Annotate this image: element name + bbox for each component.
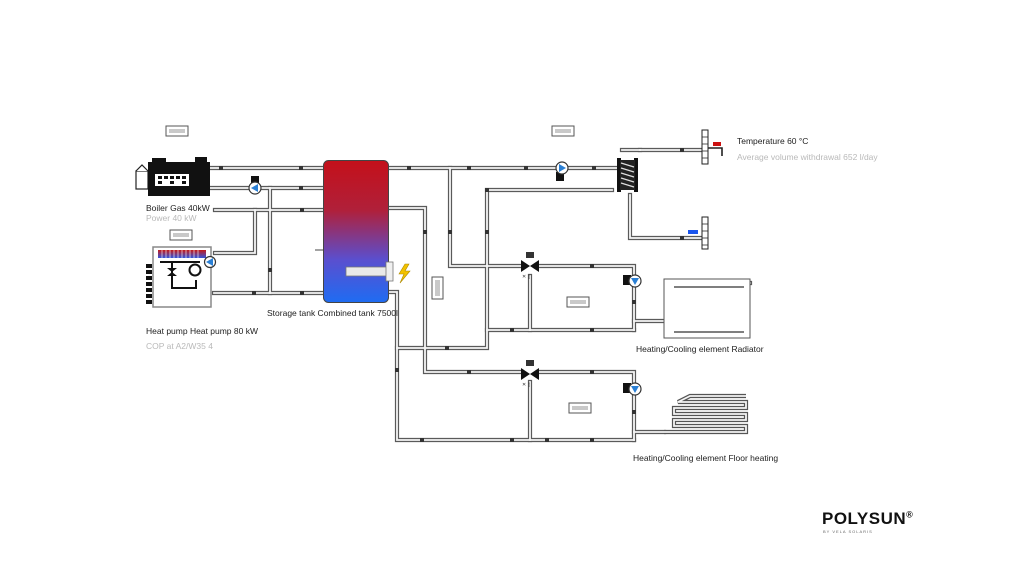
boiler-subtitle: Power 40 kW	[146, 213, 197, 223]
controller-icon[interactable]	[568, 402, 592, 414]
hot-water-title: Temperature 60 °C	[737, 136, 809, 146]
brand-logo: POLYSUN®	[822, 509, 913, 529]
brand-name: POLYSUN	[822, 509, 907, 528]
heat-exchanger-icon[interactable]	[617, 158, 638, 192]
floor-heating-icon[interactable]	[664, 393, 749, 435]
tap-icon	[701, 129, 723, 165]
brand-tagline: BY VELA SOLARIS	[823, 529, 873, 534]
svg-text:✕ ▯: ✕ ▯	[522, 382, 531, 388]
svg-text:✕ ▯: ✕ ▯	[522, 274, 531, 280]
controller-icon[interactable]	[551, 125, 575, 137]
controller-icon[interactable]	[431, 276, 444, 300]
pump-icon[interactable]	[248, 176, 262, 195]
controller-icon[interactable]	[165, 125, 189, 137]
floor-heating-title: Heating/Cooling element Floor heating	[633, 453, 779, 463]
heat-pump-subtitle: COP at A2/W35 4	[146, 341, 213, 351]
boiler-icon[interactable]	[135, 157, 210, 196]
pump-icon[interactable]	[203, 255, 217, 269]
boiler-title: Boiler Gas 40kW	[146, 203, 210, 213]
mixing-valve-icon[interactable]: ✕ ▯	[521, 360, 539, 388]
storage-tank-icon[interactable]	[315, 160, 394, 303]
heat-pump-icon[interactable]	[146, 246, 212, 308]
electric-heater-icon	[398, 263, 411, 284]
heat-pump-title: Heat pump Heat pump 80 kW	[146, 326, 258, 336]
hot-water-subtitle: Average volume withdrawal 652 l/day	[737, 152, 878, 162]
pump-icon[interactable]	[555, 161, 569, 181]
controller-icon[interactable]	[169, 229, 193, 241]
radiator-title: Heating/Cooling element Radiator	[636, 344, 764, 354]
tap-icon	[688, 216, 709, 250]
storage-tank-title: Storage tank Combined tank 7500l	[267, 308, 398, 318]
radiator-icon[interactable]	[663, 278, 751, 339]
brand-mark: ®	[906, 509, 914, 520]
mixing-valve-icon[interactable]: ✕ ▯	[521, 252, 539, 280]
pump-icon[interactable]	[623, 382, 642, 396]
controller-icon[interactable]	[566, 296, 590, 308]
pump-icon[interactable]	[623, 274, 642, 288]
